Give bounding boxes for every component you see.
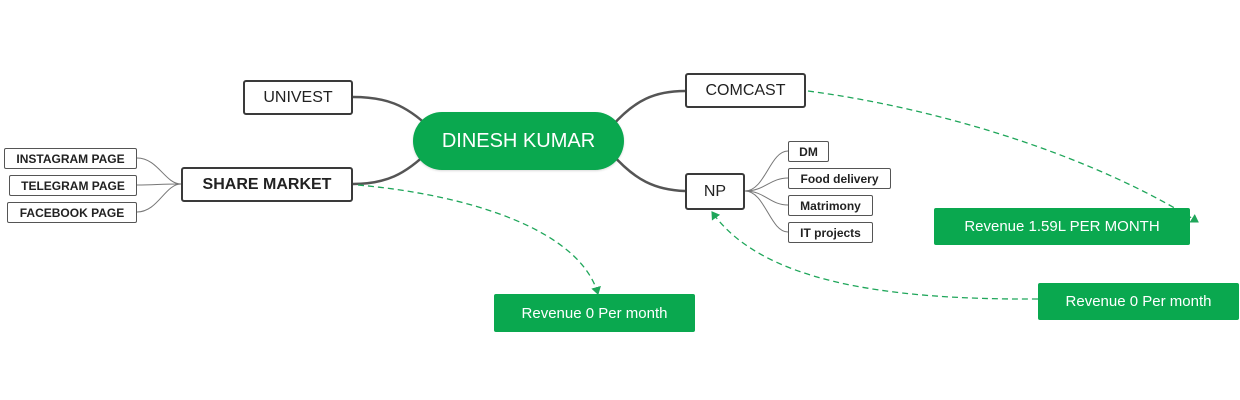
topic-instagram-page[interactable]: INSTAGRAM PAGE xyxy=(4,148,137,169)
topic-matrimony[interactable]: Matrimony xyxy=(788,195,873,216)
relation-np-revenue xyxy=(711,211,1039,300)
revenue-note-comcast-label: Revenue 1.59L PER MONTH xyxy=(964,218,1160,235)
topic-facebook-page[interactable]: FACEBOOK PAGE xyxy=(7,202,137,223)
branch-comcast-label: COMCAST xyxy=(705,81,786,99)
revenue-note-comcast[interactable]: Revenue 1.59L PER MONTH xyxy=(934,208,1190,245)
topic-instagram-page-label: INSTAGRAM PAGE xyxy=(16,151,125,166)
topic-it-projects[interactable]: IT projects xyxy=(788,222,873,243)
connector-share-facebook xyxy=(136,183,182,213)
topic-it-projects-label: IT projects xyxy=(800,225,861,240)
revenue-note-np[interactable]: Revenue 0 Per month xyxy=(1038,283,1239,320)
revenue-note-share-market-label: Revenue 0 Per month xyxy=(521,304,668,322)
connector-share-instagram xyxy=(136,157,182,185)
branch-univest-label: UNIVEST xyxy=(263,88,333,106)
connector-np-dm xyxy=(744,150,789,192)
topic-dm[interactable]: DM xyxy=(788,141,829,162)
root-node[interactable]: DINESH KUMAR xyxy=(413,112,624,170)
connector-np-food xyxy=(744,177,789,192)
relation-comcast-revenue xyxy=(807,90,1199,223)
connector-root-comcast xyxy=(611,89,686,127)
connector-root-np xyxy=(611,153,686,193)
topic-dm-label: DM xyxy=(799,144,818,159)
topic-matrimony-label: Matrimony xyxy=(800,198,861,213)
topic-telegram-page-label: TELEGRAM PAGE xyxy=(21,178,125,193)
branch-np-label: NP xyxy=(703,182,727,200)
branch-comcast[interactable]: COMCAST xyxy=(685,73,806,108)
topic-food-delivery-label: Food delivery xyxy=(800,171,879,186)
branch-univest[interactable]: UNIVEST xyxy=(243,80,353,115)
root-label: DINESH KUMAR xyxy=(441,129,596,152)
connector-share-telegram xyxy=(136,183,182,186)
relation-share-market-revenue xyxy=(357,184,601,295)
branch-share-market-label: SHARE MARKET xyxy=(202,175,332,193)
revenue-note-np-label: Revenue 0 Per month xyxy=(1065,293,1212,310)
branch-np[interactable]: NP xyxy=(685,173,745,210)
topic-telegram-page[interactable]: TELEGRAM PAGE xyxy=(9,175,137,196)
connector-np-it xyxy=(744,190,789,233)
revenue-note-share-market[interactable]: Revenue 0 Per month xyxy=(494,294,695,332)
topic-facebook-page-label: FACEBOOK PAGE xyxy=(19,205,125,220)
topic-food-delivery[interactable]: Food delivery xyxy=(788,168,891,189)
branch-share-market[interactable]: SHARE MARKET xyxy=(181,167,353,202)
